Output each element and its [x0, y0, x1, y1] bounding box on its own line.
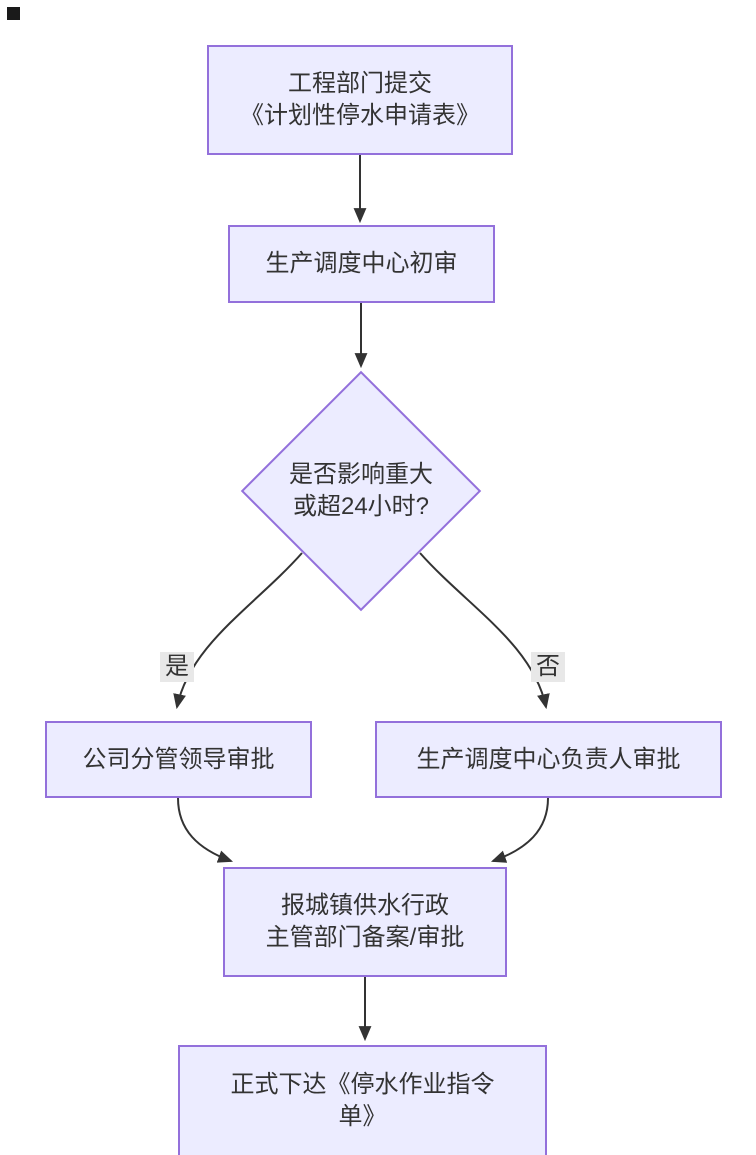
node-text-line: 单》	[338, 1103, 387, 1130]
edge-decision-leader-yes	[173, 552, 303, 710]
node-dispatch-review: 生产调度中心初审	[228, 225, 495, 303]
node-submit-application: 工程部门提交 《计划性停水申请表》	[207, 45, 513, 155]
node-text-line: 工程部门提交	[288, 70, 432, 97]
node-text-line: 或超24小时?	[292, 493, 430, 520]
node-text-line: 正式下达《停水作业指令	[230, 1071, 495, 1098]
cursor-marker	[7, 7, 20, 20]
edge-decision-manager-no	[419, 552, 550, 710]
node-decision-label: 是否影响重大 或超24小时?	[261, 459, 461, 523]
edge-leader-report	[177, 797, 234, 863]
node-text-line: 是否影响重大	[289, 461, 433, 488]
edge-label-yes: 是	[160, 652, 194, 682]
node-manager-approval: 生产调度中心负责人审批	[375, 721, 722, 798]
edge-label-no: 否	[531, 652, 565, 682]
node-text-line: 公司分管领导审批	[82, 745, 275, 773]
node-text-line: 生产调度中心负责人审批	[416, 745, 681, 773]
node-leader-approval: 公司分管领导审批	[45, 721, 312, 798]
node-text-line: 生产调度中心初审	[265, 250, 458, 277]
node-text-line: 主管部门备案/审批	[265, 924, 465, 951]
node-report-authority: 报城镇供水行政 主管部门备案/审批	[223, 867, 507, 977]
node-text-line: 报城镇供水行政	[281, 892, 449, 919]
edge-manager-report	[490, 797, 549, 863]
node-text-line: 《计划性停水申请表》	[240, 102, 480, 129]
node-issue-order: 正式下达《停水作业指令 单》	[178, 1045, 547, 1155]
